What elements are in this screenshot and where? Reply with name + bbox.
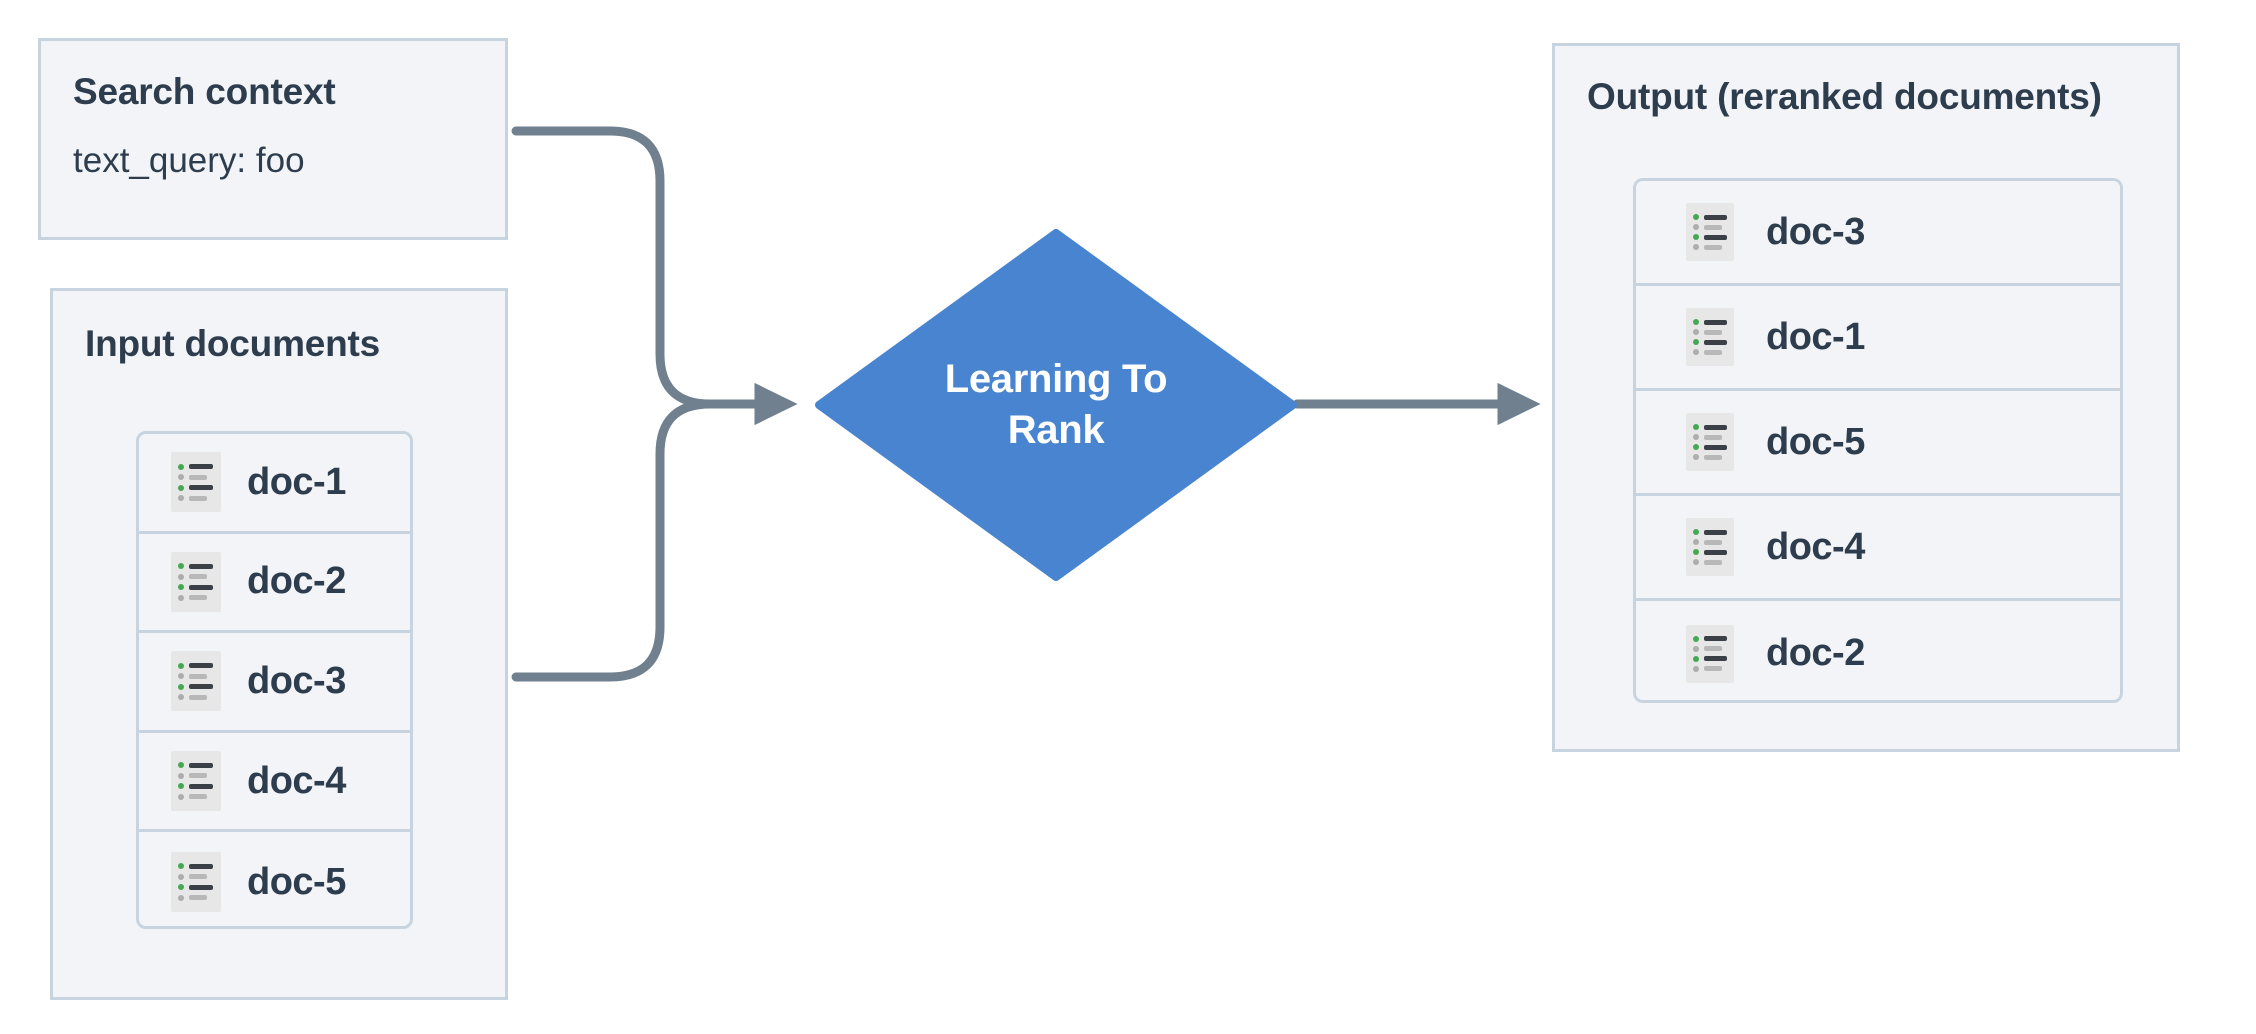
document-label: doc-4 <box>247 759 346 802</box>
document-label: doc-5 <box>1766 420 1865 463</box>
connector-search-context-to-ltr <box>511 126 715 409</box>
document-list-icon <box>171 452 221 513</box>
document-row[interactable]: doc-1 <box>1636 286 2120 391</box>
document-list-icon <box>1686 308 1734 366</box>
document-list-icon <box>171 651 221 712</box>
document-label: doc-1 <box>247 460 346 503</box>
document-list-icon <box>1686 624 1734 683</box>
connector-input-documents-to-ltr <box>511 399 715 682</box>
search-context-query-value: text_query: foo <box>73 141 305 180</box>
document-row[interactable]: doc-5 <box>1636 391 2120 496</box>
document-row[interactable]: doc-4 <box>139 732 410 833</box>
document-list-icon <box>1686 203 1734 261</box>
document-label: doc-2 <box>1766 632 1865 674</box>
document-row[interactable]: doc-3 <box>139 633 410 733</box>
document-row[interactable]: doc-5 <box>139 832 410 926</box>
document-row[interactable]: doc-4 <box>1636 496 2120 601</box>
document-label: doc-1 <box>1766 315 1865 358</box>
document-list-icon <box>1686 413 1734 471</box>
document-list-icon <box>1686 518 1734 576</box>
document-label: doc-2 <box>247 560 346 603</box>
input-documents-list: doc-1 doc-2 doc-3 doc-4 doc-5 <box>136 431 413 929</box>
output-panel-title: Output (reranked documents) <box>1587 76 2102 117</box>
document-label: doc-3 <box>1766 210 1865 253</box>
diamond-shape <box>815 229 1297 581</box>
document-row[interactable]: doc-2 <box>139 533 410 634</box>
search-context-panel: Search context text_query: foo <box>38 38 508 240</box>
document-row[interactable]: doc-3 <box>1636 181 2120 286</box>
output-documents-list: doc-3 doc-1 doc-5 doc-4 doc-2 <box>1633 178 2123 703</box>
document-row[interactable]: doc-2 <box>1636 601 2120 700</box>
learning-to-rank-node[interactable]: Learning To Rank <box>815 229 1297 581</box>
document-label: doc-3 <box>247 659 346 702</box>
document-list-icon <box>171 751 221 812</box>
document-label: doc-5 <box>247 860 346 903</box>
search-context-title: Search context <box>73 71 336 112</box>
document-list-icon <box>171 551 221 612</box>
input-documents-title: Input documents <box>85 323 381 364</box>
document-row[interactable]: doc-1 <box>139 434 410 534</box>
document-list-icon <box>171 852 221 913</box>
document-label: doc-4 <box>1766 525 1865 568</box>
